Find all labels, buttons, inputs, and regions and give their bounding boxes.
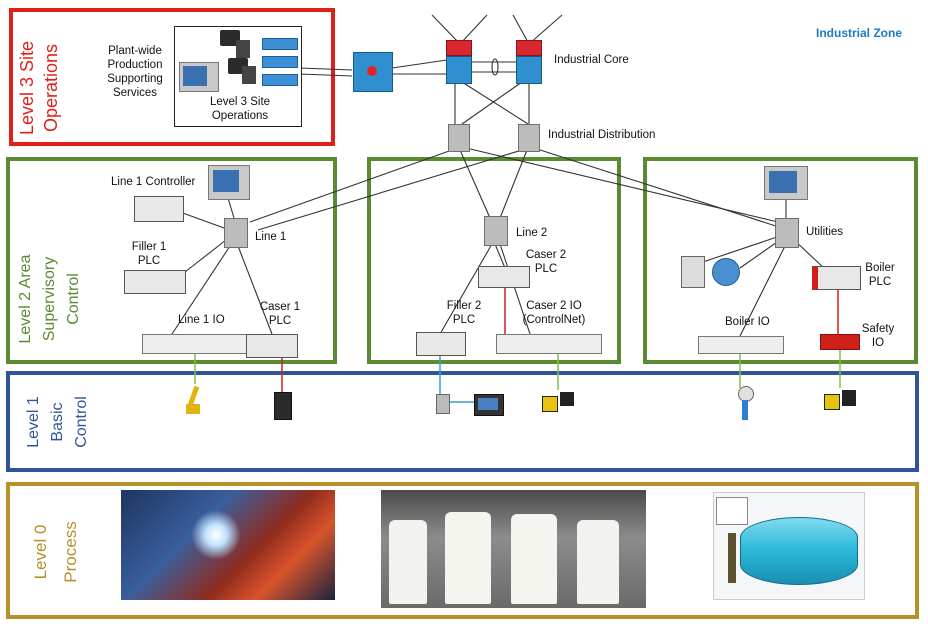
workstation-icon — [220, 30, 240, 46]
distribution-switch-icon — [518, 124, 540, 152]
hmi-panel-icon — [179, 62, 219, 92]
line1-controller-label: Line 1 Controller — [111, 176, 196, 188]
level1-zone — [6, 371, 919, 472]
caser2-io-label: Caser 2 IO(ControlNet) — [522, 300, 586, 326]
level3-zone — [9, 8, 335, 146]
core-switch-icon — [516, 40, 542, 84]
workstation-icon — [236, 40, 250, 58]
level0-zone — [6, 482, 919, 619]
safety-io-icon — [820, 334, 860, 350]
io-rack-icon — [698, 336, 784, 354]
hmi-panel-icon — [208, 165, 250, 200]
line1-io-label: Line 1 IO — [178, 314, 225, 326]
sensor-icon — [824, 388, 860, 412]
access-switch-icon — [775, 218, 799, 248]
line1-label: Line 1 — [255, 231, 287, 243]
utilities-label: Utilities — [806, 226, 844, 238]
flow-meter-icon — [712, 258, 740, 286]
plc-chassis-icon — [134, 196, 184, 222]
io-module-icon — [436, 394, 450, 414]
plc-chassis-icon — [812, 266, 861, 290]
hmi-panel-icon — [764, 166, 808, 200]
robot-arm-icon — [182, 384, 208, 414]
line2-label: Line 2 — [516, 227, 548, 239]
level2-utilities-zone — [643, 157, 918, 364]
io-rack-icon — [142, 334, 248, 354]
tank-process-diagram — [713, 492, 865, 600]
zone-title: Industrial Zone — [816, 26, 903, 40]
workstation-icon — [242, 66, 256, 84]
flow-meter-icon — [730, 386, 764, 420]
core-switch-icon — [446, 40, 472, 84]
access-switch-icon — [224, 218, 248, 248]
level2-line1-zone — [6, 157, 337, 364]
drive-icon — [681, 256, 705, 288]
welding-robot-photo — [121, 490, 335, 600]
drive-icon — [274, 392, 292, 420]
core-label: Industrial Core — [554, 54, 629, 66]
distribution-switch-icon — [448, 124, 470, 152]
io-rack-icon — [496, 334, 602, 354]
plc-chassis-icon — [124, 270, 186, 294]
distribution-label: Industrial Distribution — [548, 129, 656, 141]
access-switch-icon — [484, 216, 508, 246]
server-icon — [262, 56, 298, 68]
server-icon — [262, 38, 298, 50]
boiler-io-label: Boiler IO — [725, 316, 770, 328]
plc-chassis-icon — [246, 334, 298, 358]
plc-chassis-icon — [416, 332, 466, 356]
plc-chassis-icon — [478, 266, 530, 288]
operator-panel-icon — [474, 394, 504, 416]
server-icon — [262, 74, 298, 86]
milk-bottling-photo — [381, 490, 646, 608]
sensor-icon — [542, 390, 576, 412]
firewall-router-icon — [353, 52, 393, 92]
